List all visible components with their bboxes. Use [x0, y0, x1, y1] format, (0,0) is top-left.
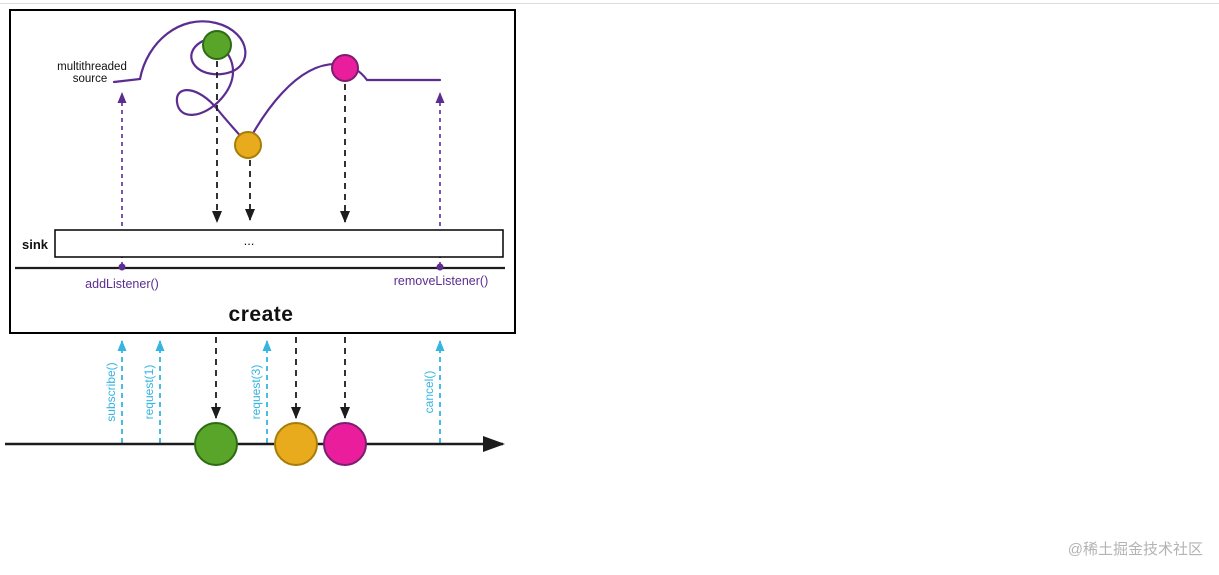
source-green-marble	[202, 30, 232, 60]
watermark: @稀土掘金技术社区	[1067, 541, 1203, 558]
sink-box	[54, 229, 504, 258]
output-magenta-marble	[323, 422, 367, 466]
operator-name-label: create	[229, 303, 294, 326]
source-magenta-marble	[331, 54, 359, 82]
request1-label: request(1)	[142, 365, 156, 420]
source-label-line2: source	[73, 73, 108, 85]
output-orange-marble	[274, 422, 318, 466]
remove-listener-label: removeListener()	[394, 274, 488, 288]
source-orange-marble	[234, 131, 262, 159]
output-green-marble	[194, 422, 238, 466]
add-listener-dot	[118, 263, 126, 271]
remove-listener-dot	[436, 263, 444, 271]
marble-diagram: multithreaded source sink ... addListene…	[5, 9, 516, 466]
sink-label: sink	[22, 237, 49, 252]
operator-box	[9, 9, 516, 334]
sink-ellipsis: ...	[244, 233, 255, 248]
add-listener-label: addListener()	[85, 277, 159, 291]
page-top-divider	[0, 3, 1219, 4]
source-squiggle-line	[112, 20, 442, 147]
subscribe-label: subscribe()	[104, 362, 118, 421]
source-label-line1: multithreaded	[57, 61, 127, 73]
cancel-label: cancel()	[422, 371, 436, 414]
request3-label: request(3)	[249, 365, 263, 420]
